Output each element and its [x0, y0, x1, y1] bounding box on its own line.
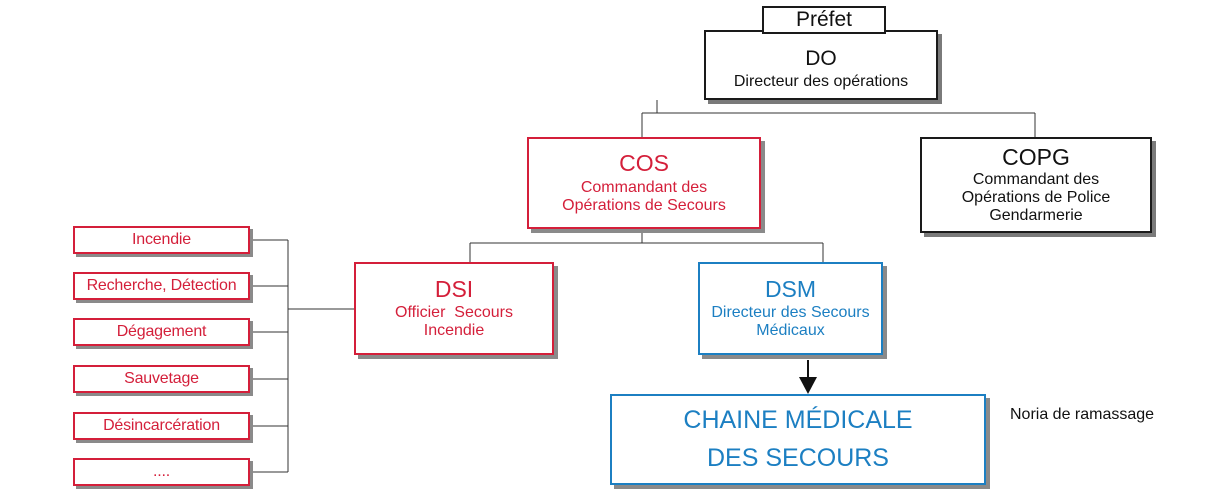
task-incendie: Incendie	[73, 226, 250, 254]
dsi-acronym: DSI	[434, 275, 474, 302]
dsi-line1: Officier Secours	[395, 304, 513, 322]
dsm-box: DSM Directeur des Secours Médicaux	[698, 262, 883, 355]
cos-acronym: COS	[619, 150, 669, 177]
task-recherche-detection: Recherche, Détection	[73, 272, 250, 300]
chaine-medicale-box: CHAINE MÉDICALE DES SECOURS	[610, 394, 986, 485]
dsm-line2: Médicaux	[756, 322, 825, 340]
prefet-box: Préfet	[762, 6, 886, 34]
noria-label: Noria de ramassage	[1010, 406, 1155, 423]
do-title: Directeur des opérations	[733, 72, 909, 90]
chaine-line2: DES SECOURS	[707, 443, 889, 472]
copg-box: COPG Commandant des Opérations de Police…	[920, 137, 1152, 233]
task-degagement: Dégagement	[73, 318, 250, 346]
dsm-line1: Directeur des Secours	[711, 304, 870, 322]
arrow-head	[799, 377, 817, 394]
cos-line1: Commandant des	[580, 178, 708, 196]
chaine-line1: CHAINE MÉDICALE	[683, 406, 913, 435]
cos-line2: Opérations de Secours	[562, 196, 726, 214]
dsm-acronym: DSM	[764, 275, 817, 302]
dsi-line2: Incendie	[423, 322, 485, 340]
task-more: ....	[73, 458, 250, 486]
copg-line3: Gendarmerie	[989, 206, 1083, 224]
dsi-box: DSI Officier Secours Incendie	[354, 262, 554, 355]
do-box: DO Directeur des opérations	[704, 30, 938, 100]
copg-acronym: COPG	[1002, 144, 1070, 171]
copg-line1: Commandant des	[972, 171, 1100, 189]
copg-line2: Opérations de Police	[961, 188, 1111, 206]
task-sauvetage: Sauvetage	[73, 365, 250, 393]
task-desincarceration: Désincarcération	[73, 412, 250, 440]
do-acronym: DO	[805, 47, 837, 71]
prefet-label: Préfet	[795, 8, 853, 32]
cos-box: COS Commandant des Opérations de Secours	[527, 137, 761, 229]
